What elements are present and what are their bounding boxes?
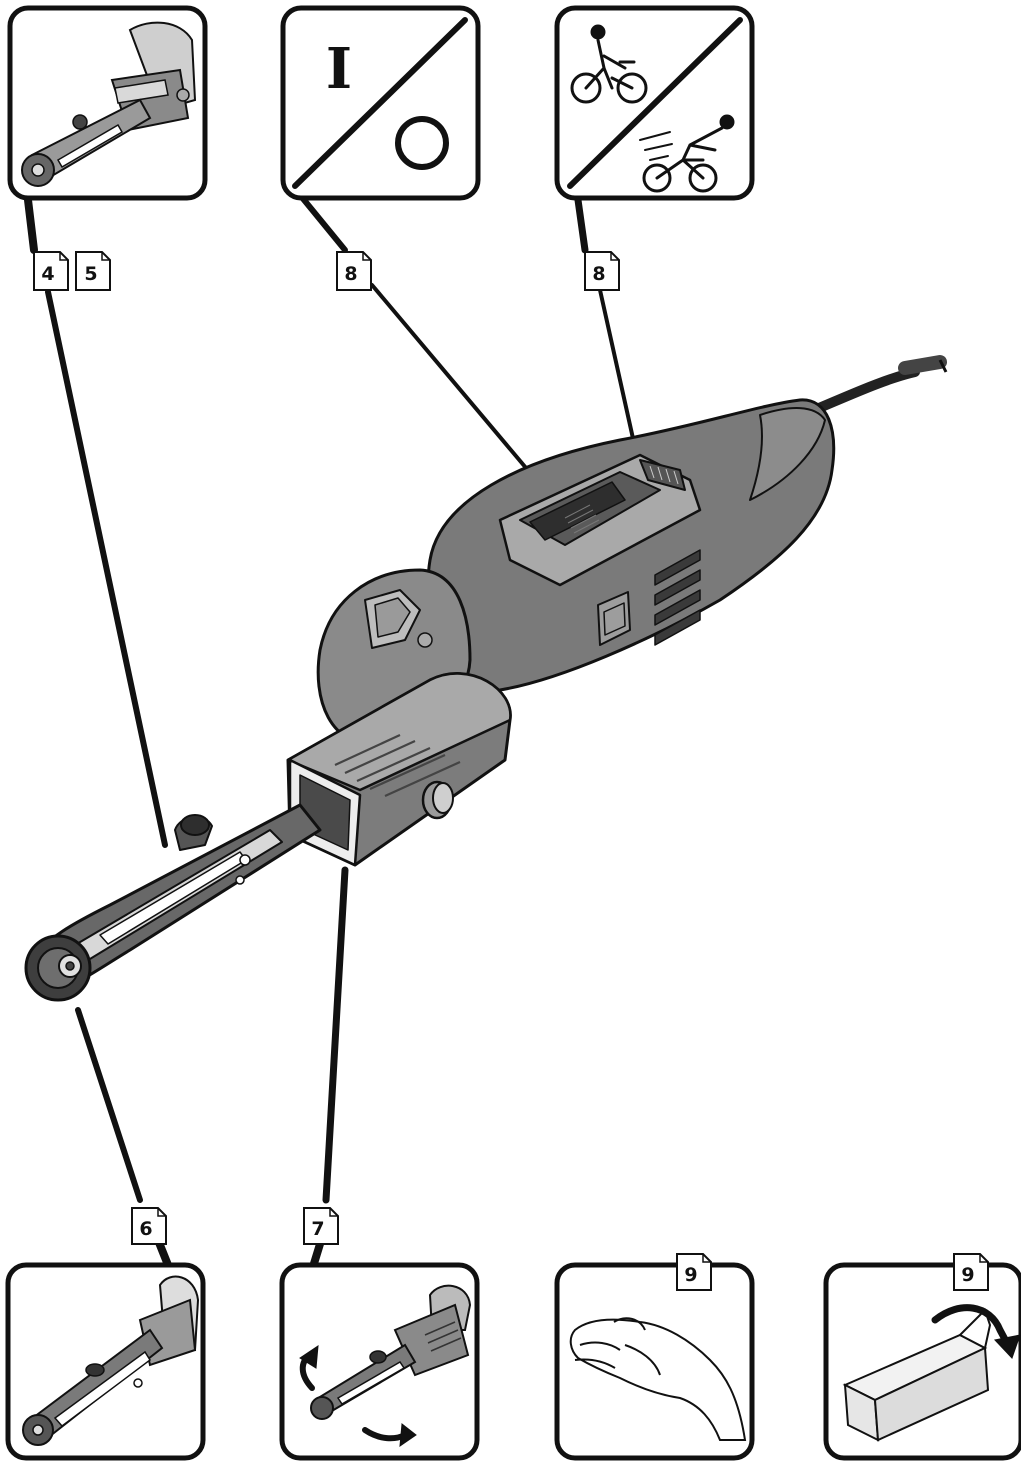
page-ref-9-box (953, 1253, 989, 1291)
brand-logo-icon (597, 591, 631, 646)
on-off-switch-icon: I (292, 17, 468, 189)
speed-cyclist-icon (567, 17, 743, 193)
panel-box: 9 (823, 1253, 1021, 1461)
on-symbol: I (326, 36, 352, 102)
page-ref-label: 8 (592, 263, 605, 285)
page-ref-label: 8 (344, 263, 357, 285)
belt-sander-tool (24, 355, 948, 1002)
panel-belt-arm (5, 1262, 206, 1461)
off-symbol-icon (395, 116, 449, 170)
page-ref-6: 6 (131, 1207, 167, 1245)
page-ref-label: 9 (961, 1264, 974, 1286)
page-ref-label: 5 (84, 263, 97, 285)
panel-on-off-switch: I (280, 5, 481, 201)
leader-lines (24, 192, 642, 1274)
belt-arm-icon (22, 1275, 200, 1446)
hand-icon (569, 1317, 747, 1441)
page-ref-5: 5 (75, 251, 111, 291)
panel-speed-control (554, 5, 755, 201)
page-ref-label: 4 (41, 263, 54, 285)
page-ref-4: 4 (33, 251, 69, 291)
page-ref-label: 7 (311, 1218, 324, 1240)
box-open-icon (842, 1304, 1021, 1442)
page-ref-7: 7 (303, 1207, 339, 1245)
panel-tool-detail (7, 5, 208, 201)
belt-sander-icon (21, 21, 197, 187)
page-ref-9-hand (676, 1253, 712, 1291)
page-ref-8-speed: 8 (584, 251, 620, 291)
panel-hand: 9 (554, 1253, 755, 1461)
panel-adjust-arm (279, 1262, 480, 1461)
page-ref-8-switch: 8 (336, 251, 372, 291)
page-ref-label: 9 (684, 1264, 697, 1286)
page-ref-label: 6 (139, 1218, 152, 1240)
rotate-arm-icon (299, 1284, 472, 1448)
